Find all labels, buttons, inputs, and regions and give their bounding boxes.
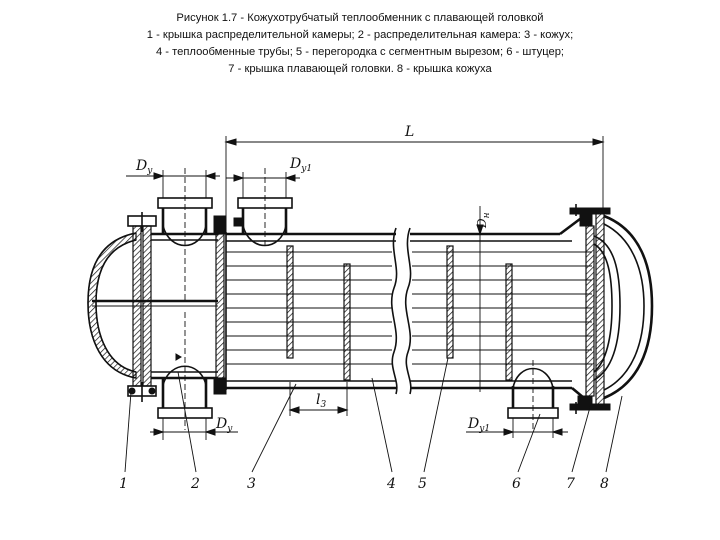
part-labels: 1 2 3 4 5 6 7 8 — [119, 476, 609, 492]
dimension-Dy-bottom-label: Dy — [215, 416, 233, 434]
part-label-4: 4 — [386, 476, 396, 492]
tube-sheet — [213, 215, 227, 395]
dimension-l3: l3 — [288, 382, 349, 416]
shell-right-part — [404, 214, 585, 399]
distribution-chamber — [151, 168, 218, 430]
part-label-5: 5 — [418, 476, 427, 492]
part-label-2: 2 — [190, 476, 200, 492]
shell-cover — [569, 204, 654, 414]
caption-legend-line-2: 4 - теплообменные трубы; 5 - перегородка… — [155, 46, 565, 58]
dimension-Dy-top-label: Dy — [135, 158, 153, 176]
dimension-Dy-bottom: Dy — [150, 416, 238, 440]
shell-outlet-nozzle — [507, 360, 559, 430]
dimension-l3-label: l3 — [316, 392, 326, 410]
caption-legend-line-1: 1 - крышка распределительной камеры; 2 -… — [146, 29, 574, 41]
dimension-Dy-top: Dy — [126, 158, 220, 198]
part-label-8: 8 — [600, 476, 609, 492]
part-label-1: 1 — [119, 476, 128, 492]
part-label-7: 7 — [566, 476, 575, 492]
dimension-Dn: Dн — [475, 206, 492, 392]
dimension-Dy1-top-label: Dy1 — [289, 156, 312, 174]
shell-inlet-nozzle — [233, 168, 293, 248]
dimension-Dy1-bottom: Dy1 — [466, 416, 568, 438]
dimension-L-label: L — [404, 124, 414, 140]
part-label-3: 3 — [247, 476, 256, 492]
leader-lines — [124, 357, 623, 473]
dimension-Dy1-top: Dy1 — [226, 156, 312, 198]
left-flange — [127, 212, 157, 402]
caption-legend-line-3: 7 - крышка плавающей головки. 8 - крышка… — [228, 63, 492, 75]
distribution-chamber-cover — [87, 232, 218, 379]
figure-caption: Рисунок 1.7 - Кожухотрубчатый теплообмен… — [0, 10, 720, 78]
floating-head-cover — [577, 211, 621, 411]
part-label-6: 6 — [512, 476, 521, 492]
segment-baffles — [286, 245, 513, 381]
caption-title: Рисунок 1.7 - Кожухотрубчатый теплообмен… — [176, 12, 544, 24]
dimension-Dy1-bottom-label: Dy1 — [467, 416, 490, 434]
shell-left-part — [226, 227, 398, 395]
heat-exchange-tubes — [226, 251, 592, 365]
dimension-Dn-label: Dн — [475, 212, 492, 229]
